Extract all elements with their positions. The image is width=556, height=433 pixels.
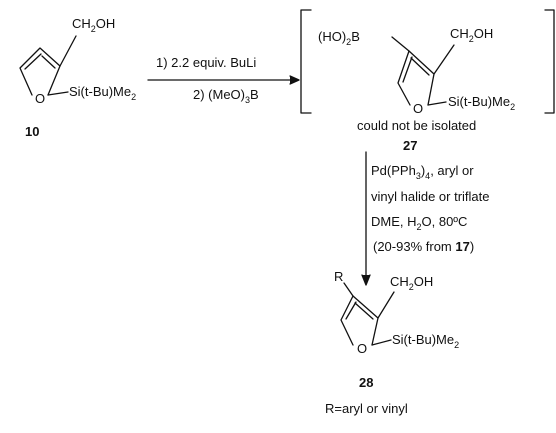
compound-27-bond-boron [391, 36, 410, 52]
compound-27-structure [391, 36, 455, 106]
compound-28-double-bond-right [354, 302, 374, 320]
compound-27-note: could not be isolated [357, 118, 476, 133]
compound-28-double-bond-left [345, 301, 357, 320]
compound-10-silyl-label: Si(t-Bu)Me2 [69, 84, 136, 102]
compound-27-ch2oh-label: CH2OH [450, 26, 493, 44]
step1-condition-2: 2) (MeO)3B [193, 87, 259, 105]
compound-27-double-bond-left [402, 56, 413, 83]
compound-28-structure [340, 282, 395, 346]
compound-28-bond-r [343, 282, 354, 297]
compound-27-boronic-acid-label: (HO)2B [318, 29, 360, 47]
step2-line-3: DME, H2O, 80ºC [371, 214, 467, 232]
reaction-arrow-1 [147, 75, 300, 85]
compound-28-r-definition: R=aryl or vinyl [325, 401, 408, 416]
compound-28-bond-ch2oh [377, 291, 395, 319]
compound-27-ring [397, 50, 435, 106]
compound-28-r-label: R [334, 269, 343, 284]
step1-condition-1: 1) 2.2 equiv. BuLi [156, 55, 256, 70]
compound-10-structure [19, 35, 77, 96]
compound-10-double-bond-right [41, 55, 56, 69]
compound-27-bond-ch2oh [433, 44, 455, 75]
compound-10-ring-oxygen: O [35, 91, 45, 106]
compound-28-ring [340, 295, 379, 346]
step2-line-2: vinyl halide or triflate [371, 189, 490, 204]
compound-27-brackets [300, 9, 555, 114]
compound-10-bond-ch2oh [59, 35, 77, 67]
compound-10-bond-silyl [47, 91, 69, 96]
compound-28-silyl-label: Si(t-Bu)Me2 [392, 332, 459, 350]
compound-10-number: 10 [25, 124, 39, 139]
compound-27-silyl-label: Si(t-Bu)Me2 [448, 94, 515, 112]
compound-28-ring-oxygen: O [357, 341, 367, 356]
compound-10-ch2oh-label: CH2OH [72, 16, 115, 34]
compound-28-number: 28 [359, 375, 373, 390]
reaction-arrow-2 [361, 151, 371, 286]
step2-line-1: Pd(PPh3)4, aryl or [371, 163, 474, 181]
step2-line-4: (20-93% from 17) [373, 239, 474, 254]
compound-27-bond-silyl [427, 101, 447, 106]
compound-28-bond-silyl [371, 339, 392, 346]
compound-10-double-bond-left [24, 53, 42, 70]
compound-28-ch2oh-label: CH2OH [390, 274, 433, 292]
compound-27-number: 27 [403, 138, 417, 153]
compound-27-ring-oxygen: O [413, 101, 423, 116]
compound-10-ring [19, 47, 61, 96]
compound-27-double-bond-right [410, 57, 430, 76]
